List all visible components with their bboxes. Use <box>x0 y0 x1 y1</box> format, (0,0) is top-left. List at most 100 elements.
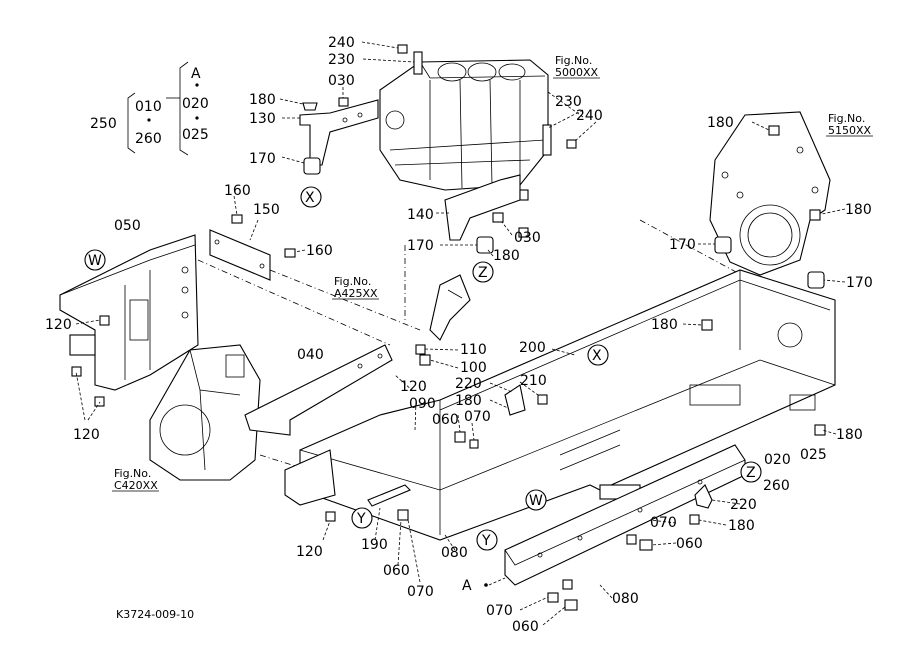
washer-110 <box>415 344 426 355</box>
nut-180-f <box>537 394 548 405</box>
label-260b: 260 <box>763 478 790 494</box>
nut-100 <box>419 354 431 366</box>
label-250: 250 <box>90 116 117 132</box>
label-120b: 120 <box>400 379 427 395</box>
label-070a: 070 <box>464 409 491 425</box>
bracket-a425 <box>429 274 471 341</box>
ref-x-2: X <box>592 348 602 364</box>
label-025a: 025 <box>182 127 209 143</box>
label-fig-a425: Fig.No. <box>334 275 371 288</box>
label-fig-5150: Fig.No. <box>828 112 865 125</box>
main-frame <box>299 269 836 541</box>
label-060d: 060 <box>512 619 539 635</box>
washer-070-d2 <box>547 592 559 603</box>
label-240b: 240 <box>576 108 603 124</box>
label-180e: 180 <box>651 317 678 333</box>
engine-bracket-130 <box>299 99 379 175</box>
label-240a: 240 <box>328 35 355 51</box>
mount-170-right <box>807 271 825 289</box>
nut-180-housing <box>768 125 780 136</box>
bolt-060-c <box>397 509 409 521</box>
label-040: 040 <box>297 347 324 363</box>
mount-170-left <box>714 236 732 254</box>
label-090: 090 <box>409 396 436 412</box>
label-A-top: A <box>191 66 201 82</box>
label-230a: 230 <box>328 52 355 68</box>
label-050: 050 <box>114 218 141 234</box>
plate-230-top <box>413 51 423 75</box>
label-180c: 180 <box>493 248 520 264</box>
nut-180-h <box>689 514 700 525</box>
label-170b: 170 <box>407 238 434 254</box>
label-070c: 070 <box>407 584 434 600</box>
ref-y-2: Y <box>481 533 491 549</box>
ref-z-1: Z <box>478 265 488 281</box>
label-150: 150 <box>253 202 280 218</box>
plate-040 <box>244 344 393 436</box>
bolt-060-d <box>564 599 578 611</box>
bolt-160-a <box>231 214 243 224</box>
label-120a: 120 <box>45 317 72 333</box>
bolt-120-a <box>71 366 82 377</box>
ref-y-1: Y <box>356 511 366 527</box>
bracket-220-upper <box>504 384 526 416</box>
bolt-160-b <box>284 248 296 258</box>
bolt-240-right <box>566 139 577 149</box>
label-fig-c420b: C420XX <box>114 479 158 492</box>
label-070b: 070 <box>650 515 677 531</box>
bolt-120-lower <box>325 511 336 522</box>
shaft-190 <box>367 484 411 507</box>
label-fig-a425b: A425XX <box>334 287 378 300</box>
washer-070-d <box>562 579 573 590</box>
ref-x-1: X <box>305 190 315 206</box>
label-170c: 170 <box>669 237 696 253</box>
bolt-120-b <box>94 396 105 407</box>
assembly-line-2 <box>269 269 421 331</box>
label-030b: 030 <box>514 230 541 246</box>
ref-z-2: Z <box>746 465 756 481</box>
ref-w-1: W <box>88 253 102 269</box>
ref-letters: X X W W Y Y Z Z <box>88 190 756 549</box>
label-180b: 180 <box>707 115 734 131</box>
ref-w-2: W <box>529 493 543 509</box>
nut-180-e <box>701 319 713 331</box>
label-fig-5000: Fig.No. <box>555 54 592 67</box>
label-260a: 260 <box>135 131 162 147</box>
label-020: 020 <box>182 96 209 112</box>
label-100: 100 <box>460 360 487 376</box>
label-190: 190 <box>361 537 388 553</box>
label-030a: 030 <box>328 73 355 89</box>
label-230b: 230 <box>555 94 582 110</box>
label-120d: 120 <box>296 544 323 560</box>
label-210: 210 <box>520 373 547 389</box>
label-060c: 060 <box>383 563 410 579</box>
plate-150 <box>209 229 271 281</box>
bracket-220-lower <box>694 484 713 509</box>
nut-030-top <box>338 97 349 107</box>
label-170d: 170 <box>846 275 873 291</box>
label-025b: 025 <box>800 447 827 463</box>
label-180d: 180 <box>845 202 872 218</box>
leader-lines <box>75 41 846 626</box>
bracket-y <box>284 449 336 506</box>
label-020b: 020 <box>764 452 791 468</box>
label-220b: 220 <box>730 497 757 513</box>
washer-070-b <box>626 534 637 545</box>
variant-bracket-250 <box>127 61 199 156</box>
label-160a: 160 <box>224 183 251 199</box>
ref-circles <box>84 186 762 551</box>
label-060a: 060 <box>432 412 459 428</box>
label-180h: 180 <box>728 518 755 534</box>
front-frame-050 <box>59 234 199 391</box>
plate-230-right <box>542 124 552 156</box>
callout-labels: 240 230 030 180 130 170 Fig.No. 5000XX 2… <box>45 35 873 635</box>
bolt-060-a <box>454 431 466 443</box>
label-220a: 220 <box>455 376 482 392</box>
label-140: 140 <box>407 207 434 223</box>
label-fig-c420: Fig.No. <box>114 467 151 480</box>
label-130: 130 <box>249 111 276 127</box>
label-fig-5150b: 5150XX <box>828 124 872 137</box>
label-160b: 160 <box>306 243 333 259</box>
